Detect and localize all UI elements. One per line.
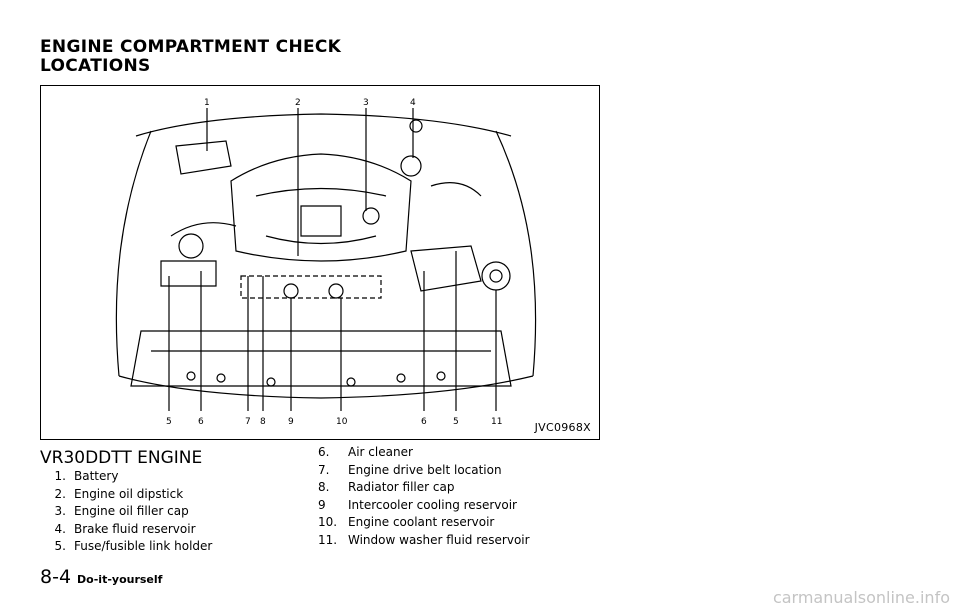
page-title: ENGINE COMPARTMENT CHECK LOCATIONS xyxy=(40,37,342,76)
callout-8: 8 xyxy=(260,417,266,427)
legend-item: 8.Radiator filler cap xyxy=(318,480,455,494)
engine-illustration: 1 2 3 4 5 6 7 8 9 10 6 5 11 xyxy=(115,98,537,427)
legend-item: 3.Engine oil filler cap xyxy=(54,504,189,518)
callout-2: 2 xyxy=(295,98,301,108)
page-number: 8-4 xyxy=(40,566,72,588)
footer-section-name: Do-it-yourself xyxy=(77,573,163,586)
callout-6: 6 xyxy=(198,417,204,427)
callout-4: 4 xyxy=(410,98,416,108)
legend-item: 5.Fuse/fusible link holder xyxy=(54,539,213,553)
callout-1: 1 xyxy=(204,98,210,108)
legend-item: 4.Brake fluid reservoir xyxy=(54,521,196,536)
callout-7: 7 xyxy=(245,417,251,427)
callout-11: 11 xyxy=(491,417,502,427)
callout-3: 3 xyxy=(363,98,369,108)
watermark: carmanualsonline.info xyxy=(772,588,950,607)
section-title: VR30DDTT ENGINE xyxy=(40,448,203,468)
legend-list-right: 6.Air cleaner 7.Engine drive belt locati… xyxy=(318,444,530,549)
engine-compartment-diagram: 1 2 3 4 5 6 7 8 9 10 6 5 11 JVC0968X xyxy=(40,85,600,440)
figure-code: JVC0968X xyxy=(534,421,591,434)
page-footer: 8-4 Do-it-yourself xyxy=(40,566,162,588)
callout-9: 9 xyxy=(288,417,294,427)
legend-item: 1.Battery xyxy=(54,469,119,483)
legend-item: 6.Air cleaner xyxy=(318,445,413,459)
legend-item: 2.Engine oil dipstick xyxy=(54,486,184,501)
callout-5b: 5 xyxy=(453,417,459,427)
legend-item: 10.Engine coolant reservoir xyxy=(318,515,495,529)
callout-5: 5 xyxy=(166,417,172,427)
callout-10: 10 xyxy=(336,417,348,427)
legend-list-left: 1.Battery 2.Engine oil dipstick 3.Engine… xyxy=(40,468,213,556)
legend-item: 11.Window washer fluid reservoir xyxy=(318,532,530,547)
callout-6b: 6 xyxy=(421,417,427,427)
legend-item: 7.Engine drive belt location xyxy=(318,462,502,477)
